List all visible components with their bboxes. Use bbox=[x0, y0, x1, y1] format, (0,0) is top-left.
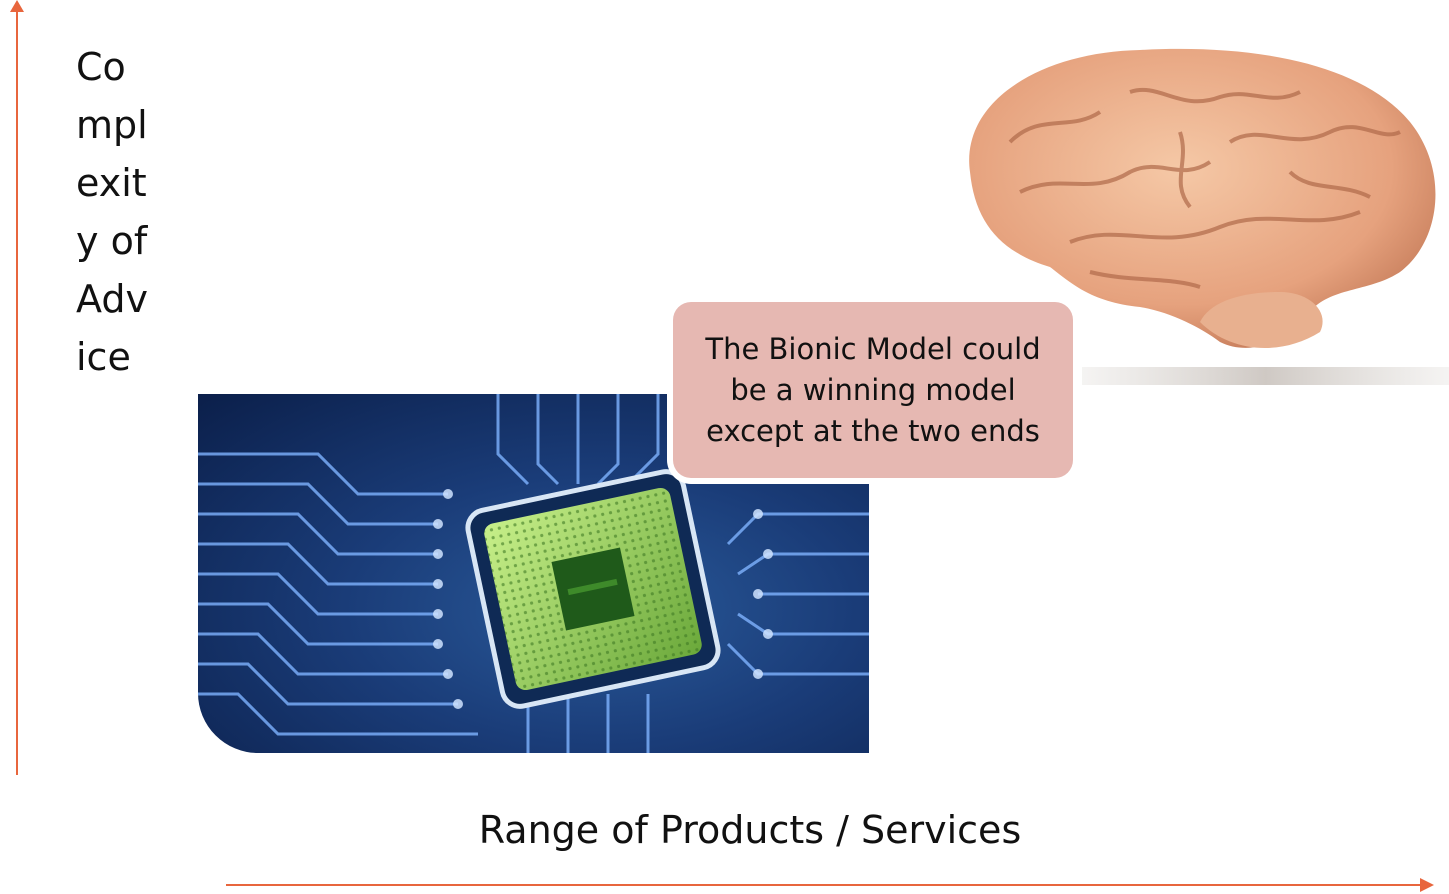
brain-graphic bbox=[969, 48, 1449, 385]
x-axis-label: Range of Products / Services bbox=[478, 808, 1022, 852]
callout-text: The Bionic Model could be a winning mode… bbox=[705, 331, 1041, 448]
circuit-board-graphic bbox=[198, 394, 869, 753]
y-axis-label: Complexity of Advice bbox=[76, 45, 148, 379]
callout-box: The Bionic Model could be a winning mode… bbox=[673, 302, 1073, 478]
up-arrow-icon bbox=[10, 0, 24, 12]
right-arrow-icon bbox=[1420, 878, 1434, 892]
vertical-axis-line bbox=[16, 10, 18, 775]
horizontal-axis-line bbox=[226, 884, 1422, 886]
brain-image bbox=[930, 22, 1449, 392]
